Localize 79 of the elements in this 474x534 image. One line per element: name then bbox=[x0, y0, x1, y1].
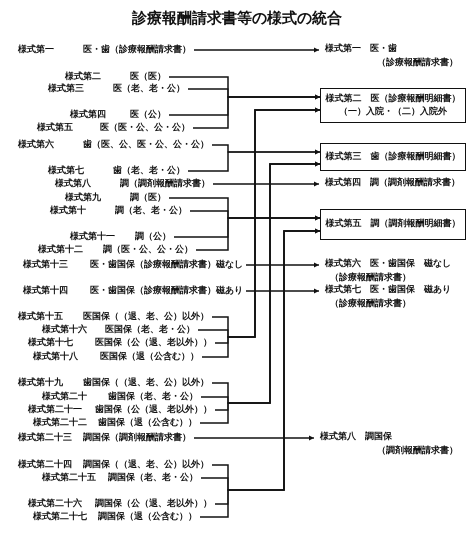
form-number: 様式第五 bbox=[37, 122, 73, 134]
form-description: 歯（医、公、医・公、公・公） bbox=[83, 138, 209, 152]
form-description: 医（老、老・公） bbox=[113, 82, 185, 96]
form-description: 歯（老、老・公） bbox=[113, 164, 185, 178]
arrow bbox=[194, 436, 314, 440]
form-description: 医・歯国保（診療報酬請求書）磁なし bbox=[90, 258, 243, 272]
form-description: 医国保（老、老・公） bbox=[105, 324, 195, 336]
form-title: 様式第八 調国保 bbox=[320, 431, 392, 444]
form-number: 様式第十二 bbox=[38, 244, 83, 256]
form-number: 様式第二十一 bbox=[28, 404, 82, 416]
form-number: 様式第七 bbox=[48, 164, 84, 178]
form-number: 様式第十四 bbox=[23, 284, 68, 298]
form-number: 様式第一 bbox=[18, 44, 54, 56]
form-number: 様式第十三 bbox=[23, 258, 68, 272]
form-description: 調国保（老、老・公） bbox=[108, 472, 198, 484]
form-number: 様式第二十二 bbox=[33, 416, 87, 430]
form-number: 様式第四 bbox=[70, 108, 106, 122]
form-number: 様式第十九 bbox=[18, 376, 63, 390]
form-subtitle: （診療報酬請求書） bbox=[330, 272, 411, 284]
form-number: 様式第二 bbox=[65, 70, 101, 83]
form-description: 医国保（（退、老、公）以外） bbox=[83, 310, 209, 324]
form-title: 様式第三 歯（診療報酬明細書） bbox=[326, 150, 460, 164]
title: 診療報酬請求書等の様式の統合 bbox=[130, 9, 343, 27]
form-description: 調（医） bbox=[130, 192, 166, 204]
form-number: 様式第十八 bbox=[33, 350, 78, 364]
arrow bbox=[188, 150, 320, 172]
form-number: 様式第二十六 bbox=[28, 498, 82, 510]
form-number: 様式第九 bbox=[65, 192, 101, 204]
form-description: 調（公） bbox=[135, 230, 171, 244]
form-title: 様式第五 調（調剤報酬明細書） bbox=[326, 218, 460, 231]
form-description: 医国保（退（公含む）） bbox=[100, 350, 199, 364]
form-description: 医・歯国保（診療報酬請求書）磁あり bbox=[90, 284, 243, 298]
form-subtitle: （診療報酬請求書） bbox=[330, 298, 411, 311]
form-number: 様式第十六 bbox=[42, 324, 87, 336]
form-subtitle: （調剤報酬請求書） bbox=[377, 445, 458, 458]
form-box bbox=[320, 143, 466, 171]
form-title: 様式第二 医（診療報酬明細書） bbox=[326, 92, 460, 106]
arrow bbox=[193, 94, 320, 129]
form-description: 医（医・公、公・公） bbox=[100, 122, 190, 134]
arrow bbox=[246, 262, 319, 268]
form-description: 医（医） bbox=[130, 70, 166, 83]
form-description: 調国保（退（公含む）） bbox=[98, 510, 197, 524]
form-subtitle: （一）入院・（二）入院外 bbox=[339, 106, 447, 118]
form-description: 調国保（公（退、老以外）） bbox=[95, 498, 212, 510]
form-description: 調国保（調剤報酬請求書） bbox=[83, 432, 191, 444]
form-number: 様式第十五 bbox=[18, 310, 63, 324]
form-subtitle: （診療報酬請求書） bbox=[377, 57, 458, 70]
form-description: 歯国保（老、老・公） bbox=[108, 390, 198, 404]
form-description: 医国保（公（退、老以外）） bbox=[95, 336, 212, 350]
form-title: 様式第四 調（調剤報酬請求書） bbox=[325, 177, 460, 190]
arrow bbox=[213, 182, 319, 186]
arrow bbox=[196, 216, 320, 251]
form-number: 様式第二十四 bbox=[18, 458, 72, 472]
form-box bbox=[320, 88, 466, 123]
form-number: 様式第三 bbox=[48, 82, 84, 96]
form-description: 調（老、老・公） bbox=[115, 204, 187, 218]
form-title: 様式第七 医・歯国保 磁あり bbox=[325, 284, 451, 297]
form-description: 調（調剤報酬請求書） bbox=[120, 178, 210, 190]
form-description: 歯国保（退（公含む）） bbox=[98, 416, 197, 430]
form-number: 様式第二十五 bbox=[42, 472, 96, 484]
form-description: 医・歯（診療報酬請求書） bbox=[83, 44, 191, 56]
arrow bbox=[246, 288, 319, 294]
form-number: 様式第二十三 bbox=[18, 432, 72, 444]
form-description: 調（医・公、公・公） bbox=[103, 244, 193, 256]
form-title: 様式第六 医・歯国保 磁なし bbox=[325, 258, 451, 271]
form-description: 調国保（（退、老、公）以外） bbox=[83, 458, 209, 472]
form-number: 様式第六 bbox=[18, 138, 54, 152]
form-box bbox=[320, 209, 466, 240]
form-description: 歯国保（（退、老、公）以外） bbox=[83, 376, 209, 390]
form-number: 様式第二十七 bbox=[33, 510, 87, 524]
form-title: 様式第一 医・歯 bbox=[325, 43, 397, 56]
arrow bbox=[194, 48, 319, 52]
form-number: 様式第十一 bbox=[70, 230, 115, 244]
form-description: 歯国保（公（退、老以外）） bbox=[95, 404, 212, 416]
form-number: 様式第十七 bbox=[28, 336, 73, 350]
form-description: 医（公） bbox=[130, 108, 166, 122]
form-number: 様式第十 bbox=[50, 204, 86, 218]
form-number: 様式第八 bbox=[55, 178, 91, 190]
form-number: 様式第二十 bbox=[42, 390, 87, 404]
